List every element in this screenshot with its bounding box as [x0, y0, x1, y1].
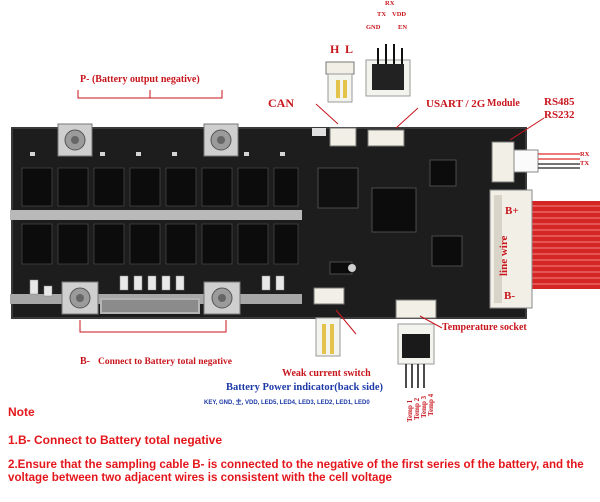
note-line-2: 2.Ensure that the sampling cable B- is c…	[8, 458, 584, 484]
label-temperature-socket: Temperature socket	[442, 322, 527, 333]
mosfet-array	[21, 167, 299, 265]
label-p-minus: P- (Battery output negative)	[80, 74, 200, 85]
usart-plug	[365, 44, 411, 97]
label-line-wire: line wire	[498, 235, 510, 276]
note-line-1: 1.B- Connect to Battery total negative	[8, 433, 223, 447]
label-module: Module	[487, 98, 520, 109]
label-tx-top: TX	[377, 11, 387, 18]
label-weak-current-switch: Weak current switch	[282, 368, 371, 379]
label-b-minus-board: B-	[504, 290, 515, 302]
label-rx-side: RX	[580, 151, 590, 158]
label-tx-side: TX	[580, 160, 590, 167]
label-en: EN	[398, 24, 408, 31]
label-usart: USART / 2G	[426, 98, 486, 110]
bottom-components	[29, 275, 285, 297]
label-rx-top: RX	[385, 0, 395, 7]
line-wire-connector	[489, 189, 533, 309]
label-b-plus: B+	[505, 205, 519, 217]
label-indicator-pins: KEY, GND, 主, VDD, LED5, LED4, LED3, LED2…	[204, 400, 370, 406]
line-wire-harness	[528, 200, 600, 290]
onboard-connectors	[312, 127, 405, 147]
b-minus-terminals	[61, 281, 241, 315]
label-can: CAN	[268, 96, 294, 110]
label-vdd: VDD	[392, 11, 407, 18]
rs-connector	[491, 141, 580, 183]
label-l: L	[345, 42, 354, 56]
label-battery-power-indicator: Battery Power indicator(back side)	[226, 382, 383, 393]
label-rs232: RS232	[544, 109, 575, 121]
label-temp4: Temp 4	[427, 393, 435, 416]
bottom-header-strip	[100, 298, 200, 314]
label-b-minus-text: Connect to Battery total negative	[98, 357, 233, 367]
weak-current-plug	[313, 287, 345, 357]
label-b-minus: B-	[80, 356, 90, 367]
temperature-plug	[395, 299, 437, 388]
label-h: H	[330, 42, 340, 56]
annotation-lines	[77, 90, 545, 335]
logic-area	[317, 159, 463, 300]
p-minus-terminals	[57, 123, 239, 157]
note-heading: Note	[8, 405, 35, 419]
can-plug	[325, 61, 355, 103]
label-gnd: GND	[366, 24, 381, 31]
label-rs485: RS485	[544, 96, 575, 108]
